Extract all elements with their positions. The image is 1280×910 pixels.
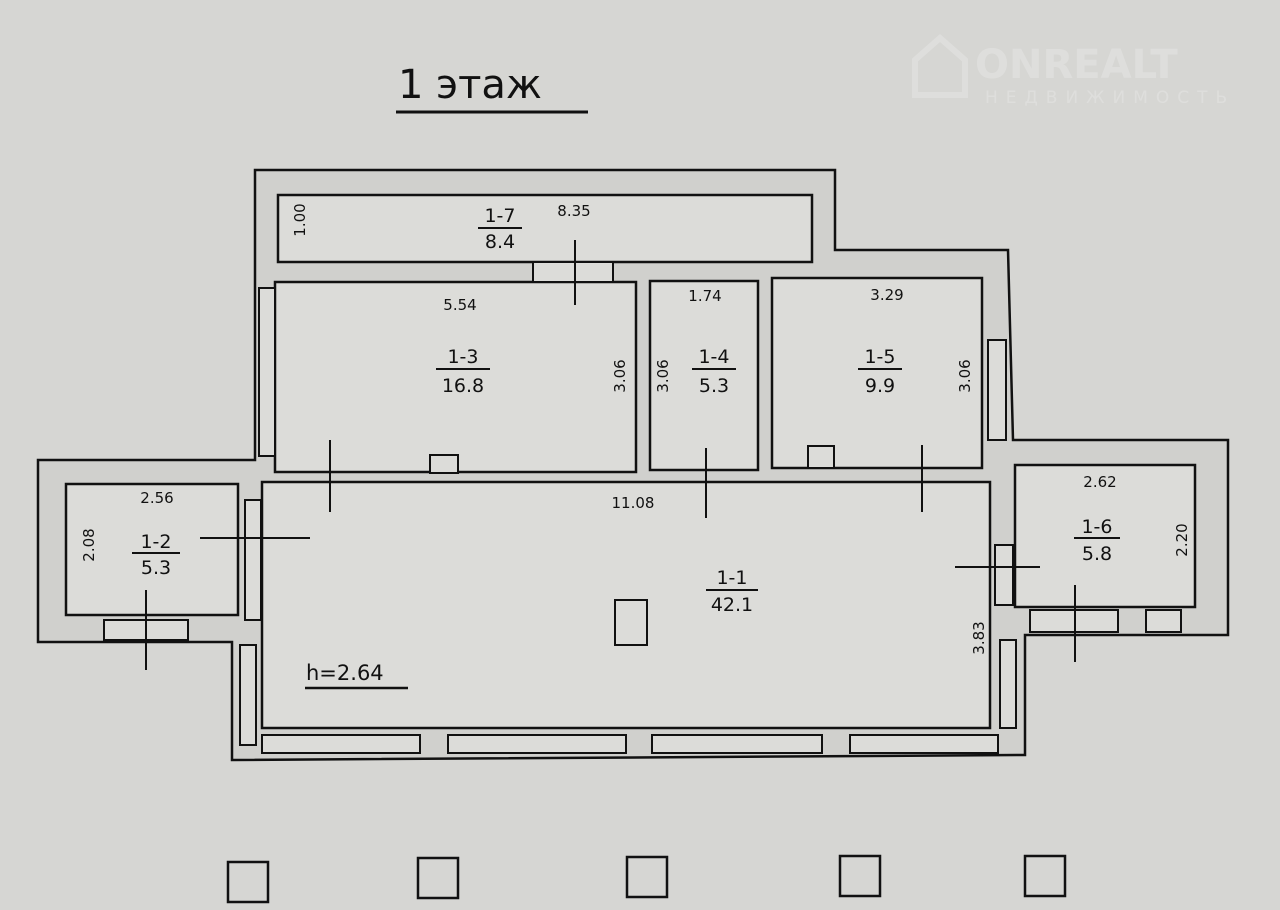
windows bbox=[103, 261, 1182, 754]
dim-1-7-width: 1.00 bbox=[291, 203, 309, 236]
room-1-5-area: 9.9 bbox=[865, 375, 895, 397]
room-1-2-area: 5.3 bbox=[141, 557, 171, 579]
watermark-subtitle: НЕДВИЖИМОСТЬ bbox=[985, 88, 1235, 108]
room-1-4-area: 5.3 bbox=[699, 375, 729, 397]
dim-1-5-length: 3.29 bbox=[870, 286, 903, 304]
dim-1-3-height: 3.06 bbox=[611, 359, 629, 392]
room-1-1-area: 42.1 bbox=[711, 594, 753, 616]
room-1-4-id: 1-4 bbox=[698, 346, 729, 368]
watermark: ONREALT НЕДВИЖИМОСТЬ bbox=[912, 34, 1235, 108]
room-1-6-id: 1-6 bbox=[1081, 516, 1112, 538]
dim-1-7-length: 8.35 bbox=[557, 202, 590, 220]
dim-1-2-length: 2.56 bbox=[140, 489, 173, 507]
room-1-7-id: 1-7 bbox=[484, 205, 515, 227]
dim-1-3-length: 5.54 bbox=[443, 296, 476, 314]
room-1-5 bbox=[770, 276, 984, 470]
column-markers bbox=[226, 854, 1067, 904]
dim-1-1-length: 11.08 bbox=[612, 494, 655, 512]
dim-1-4-length: 1.74 bbox=[688, 287, 721, 305]
dim-1-5-height: 3.06 bbox=[956, 359, 974, 392]
room-1-1-id: 1-1 bbox=[716, 567, 747, 589]
ceiling-height: h=2.64 bbox=[306, 661, 384, 685]
dim-1-4-height: 3.06 bbox=[654, 359, 672, 392]
room-1-6 bbox=[1013, 463, 1197, 609]
watermark-brand: ONREALT bbox=[975, 42, 1178, 88]
dim-1-6-height: 2.20 bbox=[1173, 523, 1191, 556]
house-logo-icon bbox=[912, 34, 968, 98]
room-1-4 bbox=[648, 279, 760, 472]
room-1-5-id: 1-5 bbox=[864, 346, 895, 368]
room-1-3 bbox=[273, 280, 638, 474]
room-1-3-area: 16.8 bbox=[442, 375, 484, 397]
door-marks bbox=[145, 240, 1076, 670]
room-1-7-area: 8.4 bbox=[485, 231, 515, 253]
floor-title: 1 этаж bbox=[398, 62, 542, 108]
room-1-2 bbox=[64, 482, 240, 617]
room-1-6-area: 5.8 bbox=[1082, 543, 1112, 565]
dim-1-1-height: 3.83 bbox=[970, 621, 988, 654]
room-1-7 bbox=[276, 193, 814, 264]
dim-1-2-height: 2.08 bbox=[80, 528, 98, 561]
room-1-3-id: 1-3 bbox=[447, 346, 478, 368]
room-1-2-id: 1-2 bbox=[140, 531, 171, 553]
dim-1-6-length: 2.62 bbox=[1083, 473, 1116, 491]
fraction-lines bbox=[132, 227, 1120, 591]
